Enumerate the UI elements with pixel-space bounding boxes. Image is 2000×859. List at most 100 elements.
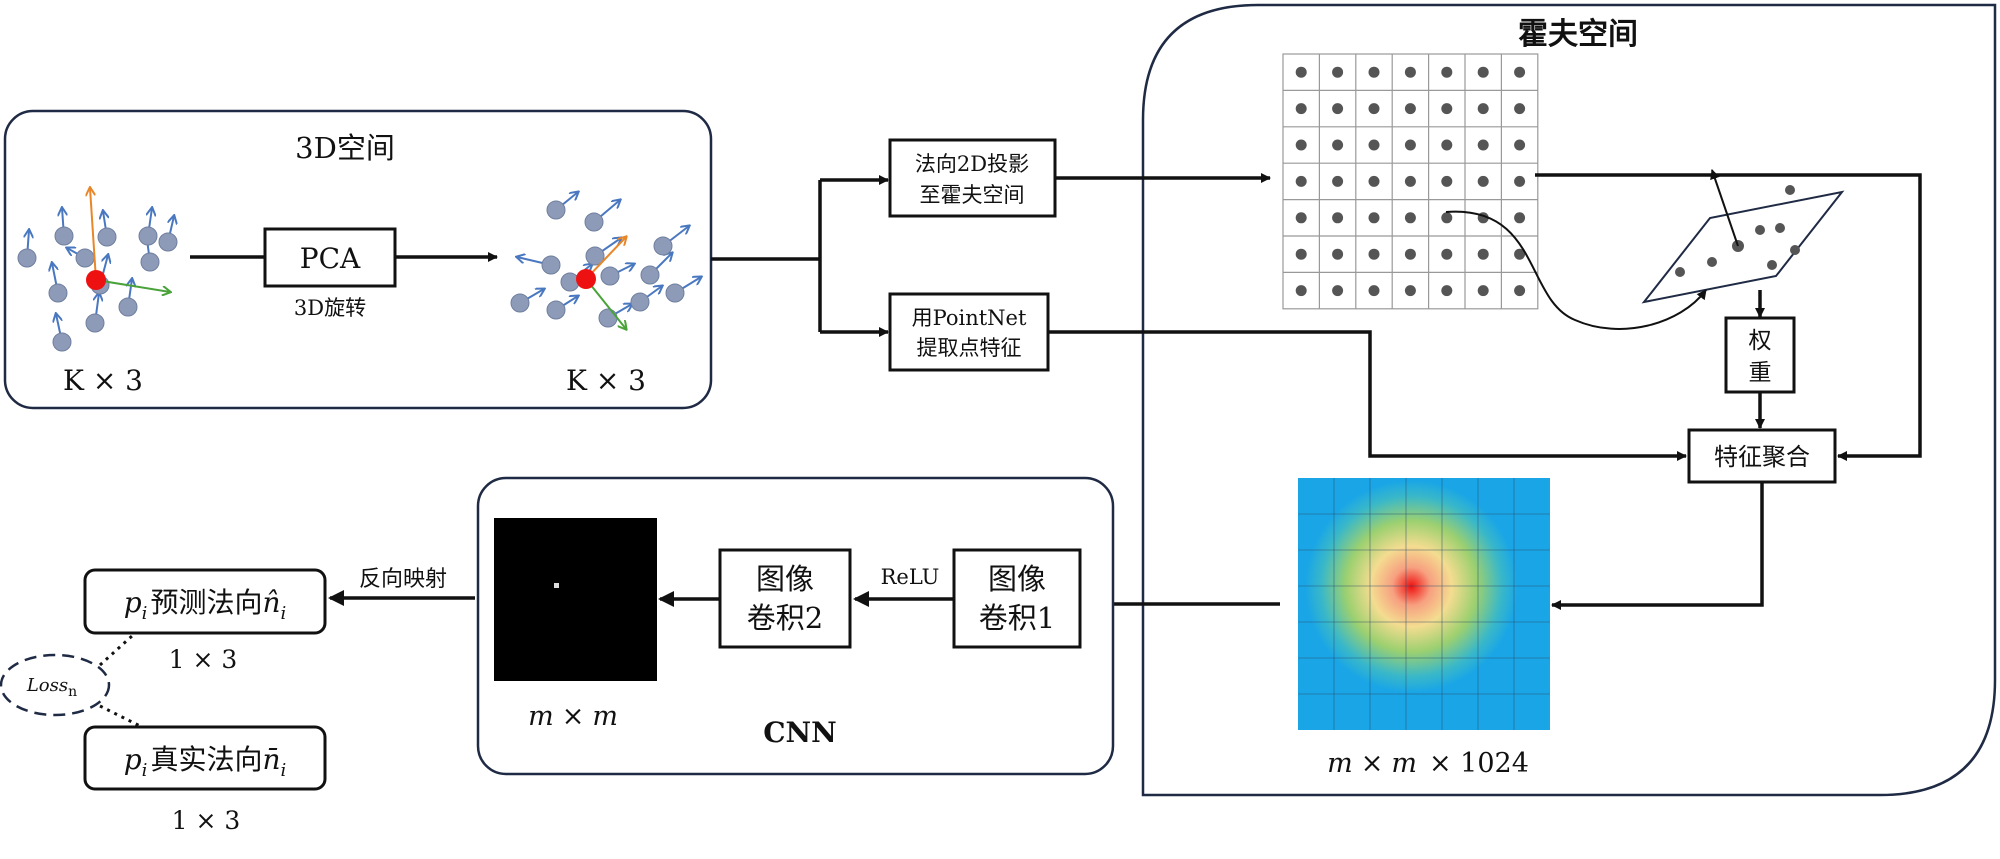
pca-axis — [90, 188, 97, 281]
panel-cnn: m×m CNN 图像 卷积1 ReLU 图像 卷积2 — [476, 476, 1115, 776]
grid-cell-dot — [1441, 175, 1453, 187]
cloud-point — [54, 226, 74, 246]
cnn-output-dimension: m×m — [528, 701, 618, 732]
weight-box: 权 重 — [1724, 316, 1796, 394]
grid-cell-dot — [1404, 175, 1416, 187]
reverse-map-label: 反向映射 — [359, 567, 447, 592]
grid-cell-dot — [1441, 212, 1453, 224]
pca-box — [263, 227, 397, 288]
conv1-box: 图像 卷积1 — [952, 548, 1082, 649]
cloud-point — [584, 212, 604, 232]
grid-cell-dot — [1368, 212, 1380, 224]
grid-cell-dot — [1332, 175, 1344, 187]
rotation-caption: 3D旋转 — [294, 296, 366, 320]
pca-label: PCA — [300, 242, 361, 275]
cloud-point — [560, 272, 580, 292]
center-point — [576, 269, 596, 289]
cloud-point — [665, 283, 685, 303]
cloud-point — [118, 297, 138, 317]
cloud-point — [48, 283, 68, 303]
cloud-point — [17, 248, 37, 268]
truth-dimension: 1 × 3 — [172, 806, 241, 835]
grid-cell-dot — [1514, 175, 1526, 187]
center-point — [86, 270, 106, 290]
cloud-point — [541, 255, 561, 275]
output-dimension: K × 3 — [566, 364, 646, 397]
point-cloud-rotated — [510, 192, 701, 329]
projection-box: 法向2D投影 至霍夫空间 — [888, 138, 1057, 218]
hough-title: 霍夫空间 — [1518, 17, 1638, 52]
weight-line2: 重 — [1749, 360, 1772, 386]
grid-cell-dot — [1514, 66, 1526, 78]
projection-line2: 至霍夫空间 — [920, 183, 1025, 207]
heatmap-dimension: m×m× 1024 — [1327, 748, 1529, 779]
pointnet-line2: 提取点特征 — [917, 336, 1022, 360]
panel-hough-space: 霍夫空间 权 重 特征聚合 — [1141, 3, 1997, 797]
grid-cell-dot — [1441, 103, 1453, 115]
arrow-pointnet-to-aggregate — [1048, 330, 1687, 461]
cloud-point — [600, 266, 620, 286]
projection-line1: 法向2D投影 — [915, 152, 1029, 176]
conv1-line2: 卷积1 — [979, 601, 1055, 635]
cloud-point — [510, 293, 530, 313]
output-image — [494, 518, 657, 681]
panel-3d-space: 3D空间 PCA 3D旋转 K × 3 K × 3 — [3, 109, 713, 410]
normal-plane — [1641, 169, 1845, 304]
grid-cell-dot — [1404, 139, 1416, 151]
panel-3d-title: 3D空间 — [295, 131, 395, 165]
svg-text:Lossn: Lossn — [26, 675, 77, 700]
grid-cell-dot — [1368, 285, 1380, 297]
cloud-point — [158, 232, 178, 252]
feature-aggregate-box: 特征聚合 — [1687, 428, 1837, 484]
relu-label: ReLU — [881, 565, 940, 589]
grid-cell-dot — [1368, 248, 1380, 260]
grid-cell-dot — [1404, 212, 1416, 224]
cloud-point — [140, 252, 160, 272]
branch-connectors — [711, 175, 889, 337]
grid-cell-dot — [1404, 66, 1416, 78]
conv2-line2: 卷积2 — [747, 601, 823, 635]
grid-cell-dot — [1332, 66, 1344, 78]
grid-cell-dot — [1514, 103, 1526, 115]
grid-cell-dot — [1295, 103, 1307, 115]
grid-cell-dot — [1477, 139, 1489, 151]
cloud-point — [97, 227, 117, 247]
grid-cell-dot — [1441, 139, 1453, 151]
loss-node: Lossn — [0, 634, 141, 728]
predicted-dimension: 1 × 3 — [169, 645, 238, 674]
grid-cell-dot — [1514, 248, 1526, 260]
cloud-point — [546, 300, 566, 320]
grid-cell-dot — [1295, 66, 1307, 78]
grid-cell-dot — [1477, 103, 1489, 115]
grid-cell-dot — [1332, 212, 1344, 224]
grid-cell-dot — [1368, 175, 1380, 187]
grid-cell-dot — [1514, 212, 1526, 224]
grid-cell-dot — [1477, 285, 1489, 297]
weight-line1: 权 — [1749, 328, 1772, 354]
cloud-point — [585, 246, 605, 266]
grid-cell-dot — [1295, 248, 1307, 260]
conv2-box: 图像 卷积2 — [718, 548, 852, 649]
heatmap-feature-map — [1298, 478, 1550, 730]
cloud-point — [598, 308, 618, 328]
aggregate-label: 特征聚合 — [1714, 443, 1810, 471]
grid-cell-dot — [1368, 103, 1380, 115]
pca-axis — [95, 279, 170, 292]
grid-cell-dot — [1441, 66, 1453, 78]
grid-cell-dot — [1332, 139, 1344, 151]
grid-cell-dot — [1295, 175, 1307, 187]
cloud-point — [640, 265, 660, 285]
cloud-point — [630, 292, 650, 312]
cloud-point — [653, 236, 673, 256]
cloud-point — [85, 313, 105, 333]
conv1-line1: 图像 — [988, 562, 1046, 596]
hough-accumulator-grid — [1282, 53, 1539, 310]
grid-cell-dot — [1477, 175, 1489, 187]
pointnet-line1: 用PointNet — [912, 306, 1027, 330]
grid-cell-dot — [1404, 103, 1416, 115]
grid-cell-dot — [1441, 248, 1453, 260]
